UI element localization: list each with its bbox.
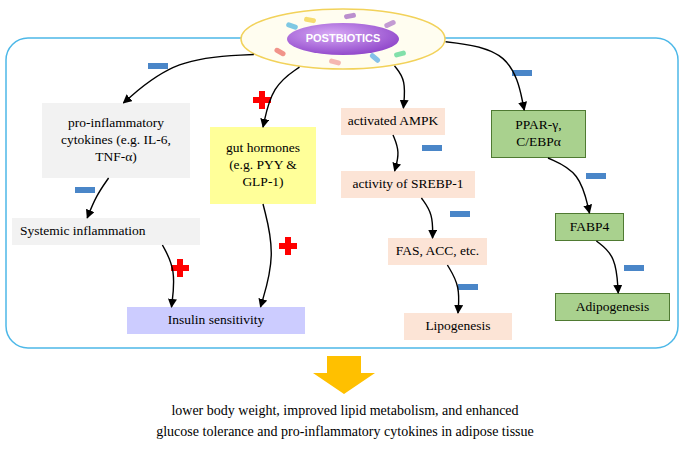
box-label: activity of SREBP-1: [347, 176, 469, 193]
plus-sign: [279, 237, 297, 255]
flow-arrow: [263, 67, 299, 127]
plus-sign: [253, 91, 271, 109]
bacteria-icon: [286, 22, 299, 31]
bacteria-icon: [369, 52, 381, 64]
box-label: gut hormones (e.g. PYY & GLP-1): [216, 140, 310, 191]
minus-sign: [458, 284, 478, 290]
plus-sign: [171, 259, 189, 277]
inflammation-box: Systemic inflammation: [12, 218, 200, 245]
box-label: FAS, ACC, etc.: [394, 243, 481, 260]
minus-sign: [512, 70, 532, 76]
postbiotics-ellipse: POSTBIOTICS: [240, 8, 446, 70]
hormone-box: gut hormones (e.g. PYY & GLP-1): [210, 127, 316, 204]
bacteria-icon: [394, 50, 407, 58]
box-label: activated AMPK: [347, 113, 439, 130]
insulin-box: Insulin sensitivity: [127, 307, 305, 334]
flow-arrow: [162, 245, 173, 307]
box-label: FABP4: [562, 219, 617, 236]
fabp4-box: FABP4: [555, 213, 624, 241]
flow-arrow: [548, 158, 590, 213]
flow-arrow: [395, 66, 405, 108]
bacteria-icon: [304, 16, 317, 23]
lipogenesis-box: Lipogenesis: [404, 313, 512, 340]
caption-text: lower body weight, improved lipid metabo…: [105, 400, 585, 442]
srebp-box: activity of SREBP-1: [341, 171, 475, 198]
minus-sign: [624, 265, 644, 271]
box-label: Adipogenesis: [562, 299, 663, 316]
box-label: Insulin sensitivity: [133, 312, 299, 329]
result-arrow: [313, 356, 375, 394]
ellipse-shape: [241, 9, 445, 69]
ppar-box: PPAR-γ, C/EBPα: [491, 110, 586, 158]
bacteria-icon: [274, 47, 287, 57]
box-label: pro-inflammatory cytokines (e.g. IL-6, T…: [48, 115, 184, 166]
cytokine-box: pro-inflammatory cytokines (e.g. IL-6, T…: [42, 103, 190, 178]
bacteria-icon: [384, 19, 397, 29]
flow-arrow: [393, 135, 398, 171]
box-label: Systemic inflammation: [20, 223, 192, 240]
minus-sign: [450, 211, 470, 217]
flow-arrow: [87, 178, 108, 218]
adipogenesis-box: Adipogenesis: [555, 293, 670, 321]
ellipse-label: POSTBIOTICS: [240, 32, 446, 46]
container-outline: [6, 38, 678, 348]
flow-arrow: [446, 42, 525, 110]
minus-sign: [586, 173, 606, 179]
box-label: Lipogenesis: [410, 318, 506, 335]
flow-arrow: [123, 55, 253, 104]
bacteria-icon: [344, 12, 357, 19]
minus-sign: [422, 145, 442, 151]
minus-sign: [75, 187, 95, 193]
flow-arrow: [447, 265, 458, 313]
box-label: PPAR-γ, C/EBPα: [498, 117, 579, 151]
bacteria-icon: [329, 58, 342, 66]
flow-arrow: [421, 198, 432, 238]
enzyme-box: FAS, ACC, etc.: [388, 238, 487, 265]
flow-arrow: [261, 204, 272, 307]
flow-arrow: [596, 241, 618, 293]
ampk-box: activated AMPK: [341, 108, 445, 135]
minus-sign: [148, 63, 168, 69]
